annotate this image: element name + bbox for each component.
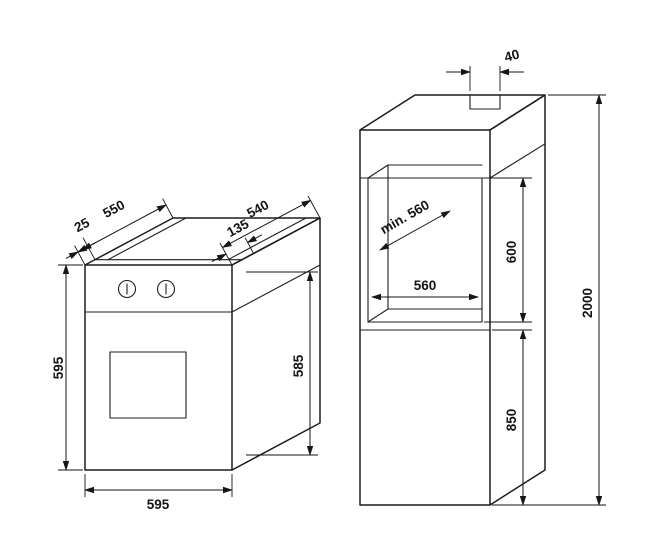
dim-cabinet-base-height: 850: [492, 329, 606, 506]
dim-cabinet-niche-width: 560: [371, 278, 479, 301]
extension-line: [58, 264, 83, 471]
dimension-line: [221, 199, 312, 248]
arrow-line: [246, 234, 263, 243]
dimension-line: [379, 210, 451, 251]
dim-label-front-overhang: 25: [72, 215, 93, 236]
dim-label-cutout: 40: [503, 46, 521, 64]
extension-line: [246, 271, 318, 456]
oven-control-panel-bottom-side: [231, 264, 321, 313]
dim-oven-width: 595: [84, 474, 233, 512]
dim-label-top-depth: 550: [100, 197, 127, 221]
dim-label-panel-inset: 135: [224, 216, 251, 240]
oven-side-face: [231, 217, 321, 471]
cabinet-top-cutout: [469, 94, 501, 110]
dim-cabinet-total-height: 2000: [548, 94, 606, 506]
cabinet-drawing: [359, 94, 546, 506]
cabinet-niche-opening: [367, 177, 483, 323]
dim-oven-top-depth: 550: [74, 197, 174, 266]
dim-label-niche-height: 600: [504, 241, 519, 264]
dim-label-niche-width: 560: [414, 278, 437, 293]
arrow-line: [81, 242, 96, 251]
dim-label-front-height: 595: [51, 356, 66, 379]
dim-label-base-height: 850: [504, 409, 519, 432]
dim-oven-body-height: 585: [246, 271, 318, 456]
oven-drawing: [84, 217, 321, 471]
extension-line: [74, 198, 174, 266]
extension-line: [469, 66, 501, 91]
dim-oven-front-overhang: 25: [65, 215, 96, 260]
oven-chassis-top-left-edge: [107, 217, 187, 261]
extension-line: [244, 237, 254, 254]
dim-oven-front-height: 595: [51, 264, 83, 471]
arrow-line: [211, 253, 227, 262]
dim-label-total-height: 2000: [580, 288, 595, 318]
extension-line: [84, 474, 233, 497]
dim-cabinet-cutout: 40: [446, 46, 524, 91]
dim-label-body-height: 585: [291, 354, 306, 377]
cabinet-top-band-side: [489, 143, 546, 179]
oven-knob-right: [156, 279, 176, 299]
oven-top-face: [84, 217, 321, 266]
oven-door-window: [109, 351, 187, 419]
arrow-line: [65, 251, 79, 260]
oven-knob-left: [117, 279, 137, 299]
cabinet-side-face: [489, 94, 546, 506]
dim-cabinet-niche-height: 600: [484, 177, 532, 323]
dim-label-width: 595: [147, 497, 170, 512]
